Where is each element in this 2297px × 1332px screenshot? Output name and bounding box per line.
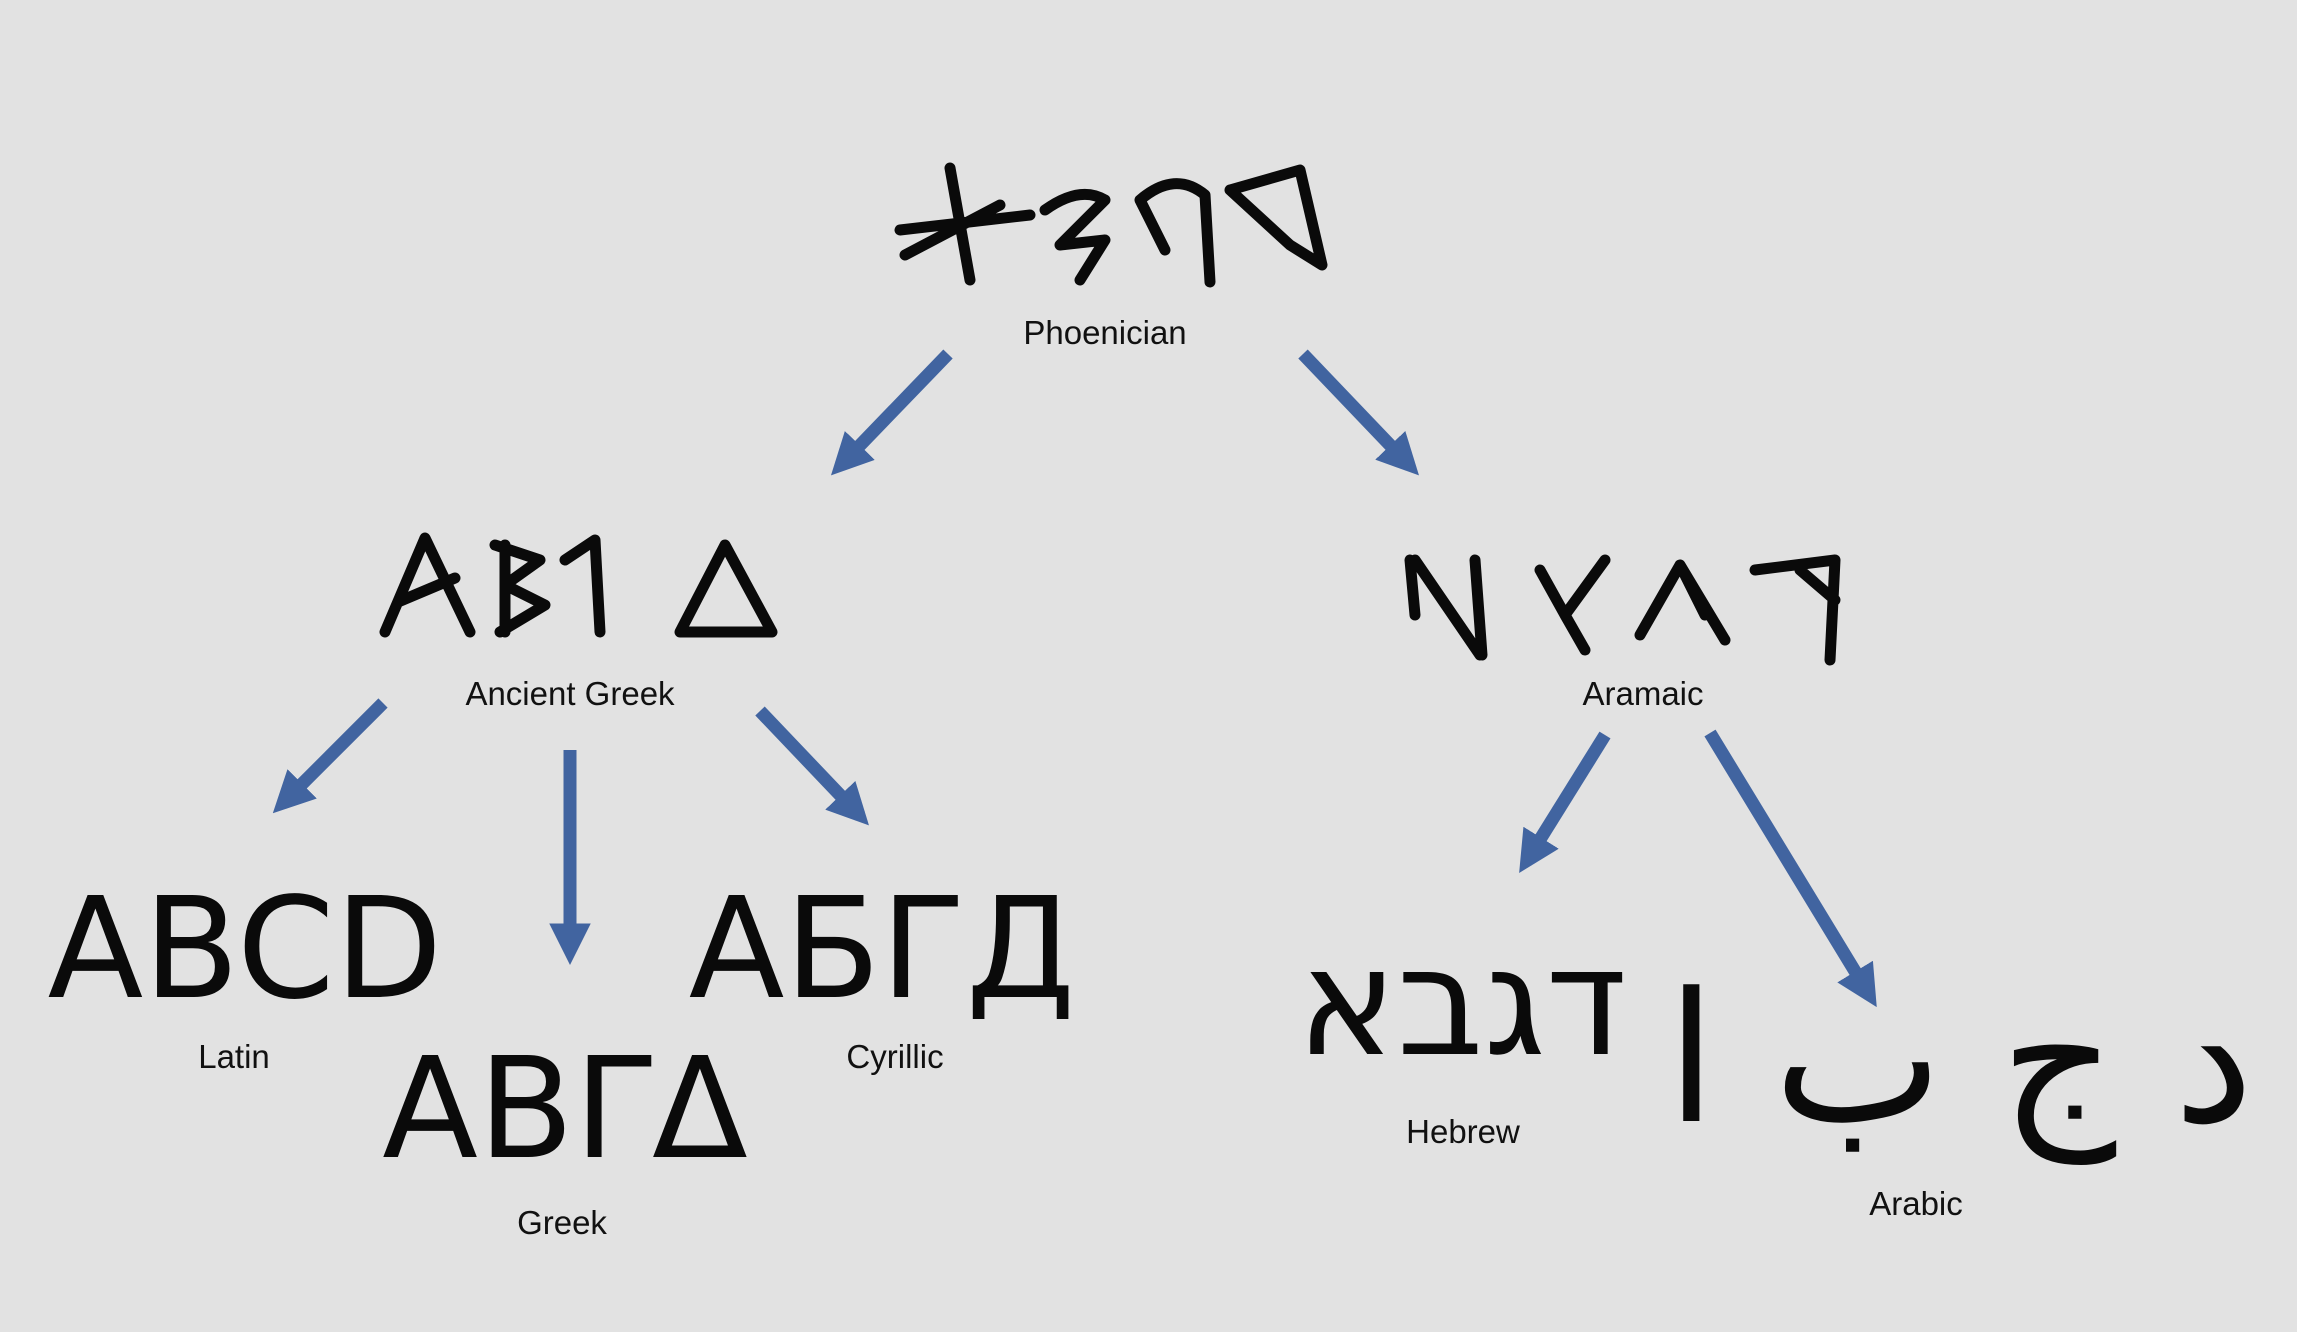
ancient-greek-label: Ancient Greek bbox=[465, 675, 675, 712]
arrow-phoenician-to-aramaic bbox=[1298, 349, 1419, 476]
latin-sample: ABCD bbox=[47, 868, 443, 1031]
hebrew-sample: דגבא bbox=[1296, 916, 1628, 1090]
arabic-sample: د ج ب ا bbox=[1666, 955, 2254, 1164]
cyrillic-label: Cyrillic bbox=[846, 1038, 944, 1075]
greek-label: Greek bbox=[517, 1204, 607, 1241]
greek-sample: ΑΒΓΔ bbox=[382, 1028, 748, 1191]
arrow-aramaic-to-arabic bbox=[1704, 729, 1877, 1008]
arrow-ancient-greek-to-cyrillic bbox=[755, 706, 869, 826]
latin-label: Latin bbox=[198, 1038, 270, 1075]
arabic-label: Arabic bbox=[1869, 1185, 1963, 1222]
arrow-ancient-greek-to-latin bbox=[272, 698, 388, 814]
hebrew-label: Hebrew bbox=[1406, 1113, 1520, 1150]
arrow-aramaic-to-hebrew bbox=[1519, 731, 1611, 874]
aramaic-label: Aramaic bbox=[1582, 675, 1704, 712]
phoenician-label: Phoenician bbox=[1023, 314, 1187, 351]
arrow-phoenician-to-ancient-greek bbox=[830, 349, 953, 476]
cyrillic-sample: АБГД bbox=[688, 868, 1076, 1031]
